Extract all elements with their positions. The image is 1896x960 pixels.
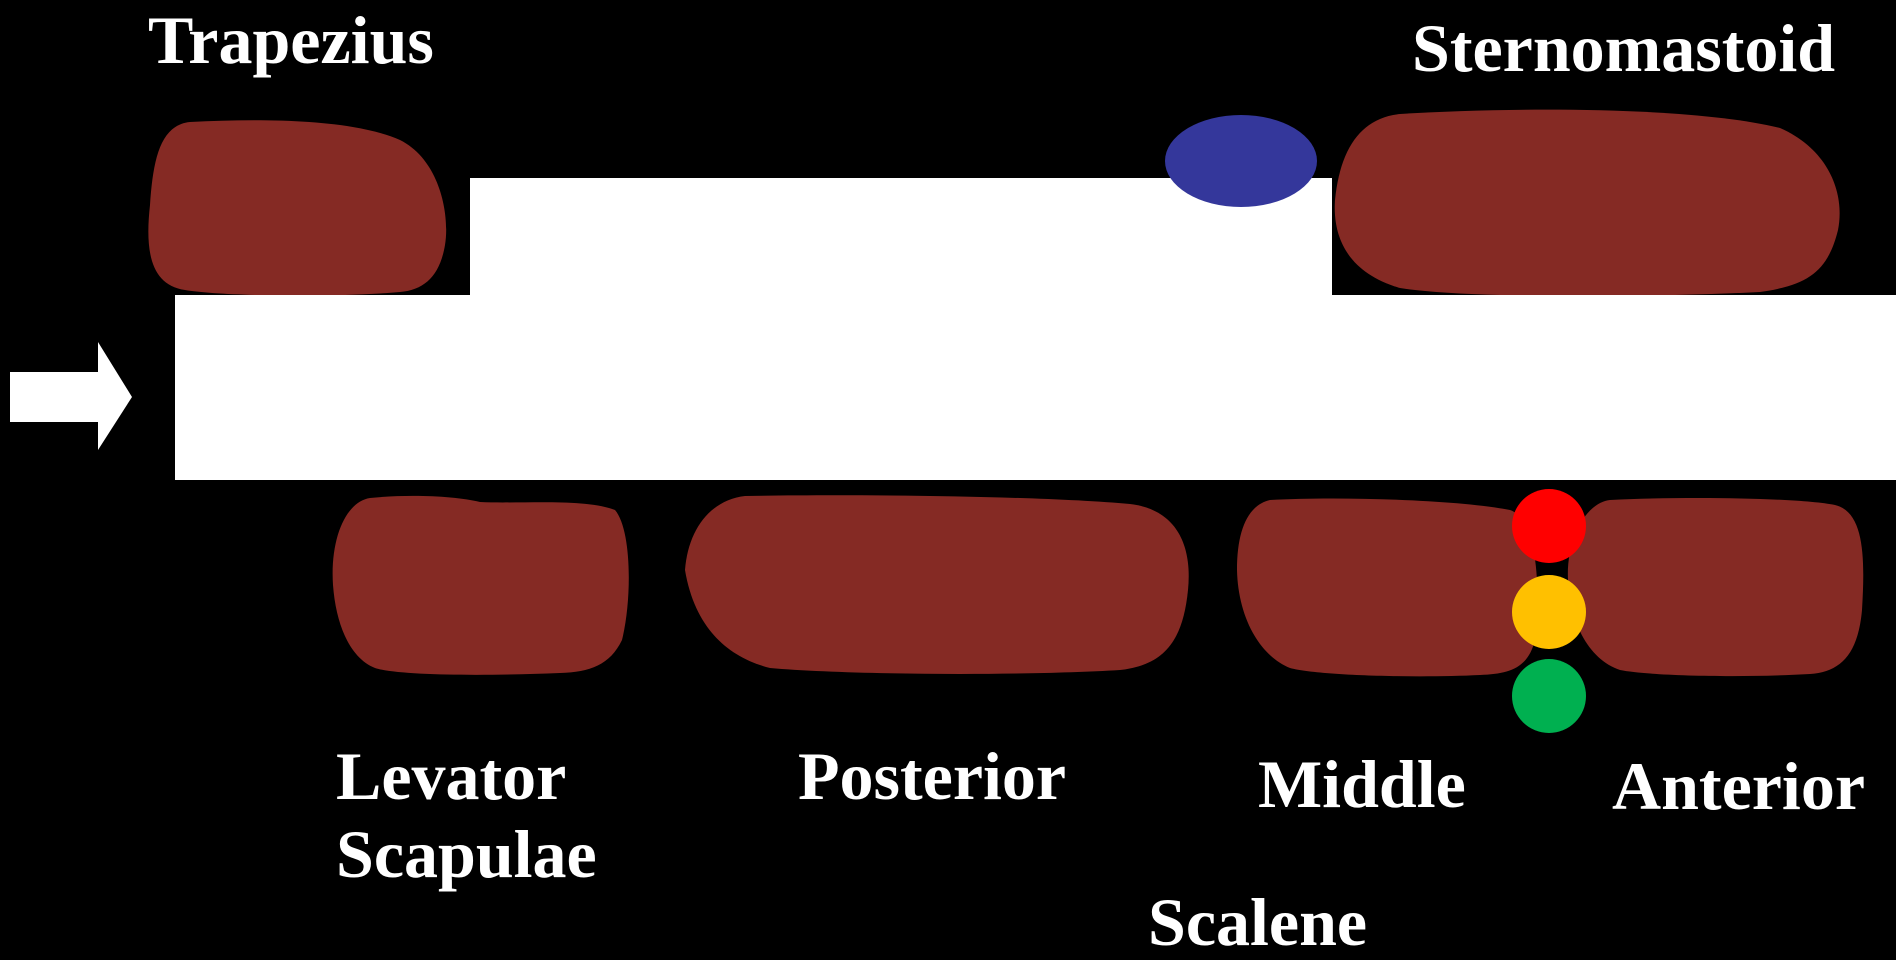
levator-scapulae-label-line2: Scapulae — [336, 816, 597, 892]
middle-scalene-muscle — [1237, 498, 1538, 677]
posterior-label: Posterior — [798, 738, 1067, 814]
anterior-scalene-muscle — [1567, 497, 1864, 677]
nerve-root-c5 — [1512, 489, 1586, 563]
external-jugular-vein — [1165, 115, 1317, 207]
nerve-root-c6 — [1512, 575, 1586, 649]
middle-label: Middle — [1258, 746, 1466, 822]
sternomastoid-label: Sternomastoid — [1412, 10, 1836, 86]
anterior-label: Anterior — [1612, 748, 1866, 824]
trapezius-label: Trapezius — [148, 2, 434, 78]
sternomastoid-muscle — [1334, 109, 1840, 297]
trapezius-muscle — [148, 120, 447, 296]
arrow-right-icon — [10, 342, 132, 450]
levator-scapulae-muscle — [332, 495, 629, 675]
needle-path — [175, 178, 1896, 480]
posterior-scalene-muscle — [685, 495, 1189, 674]
nerve-root-c7 — [1512, 659, 1586, 733]
levator-scapulae-label-line1: Levator — [336, 738, 567, 814]
scalene-label: Scalene — [1148, 884, 1368, 960]
